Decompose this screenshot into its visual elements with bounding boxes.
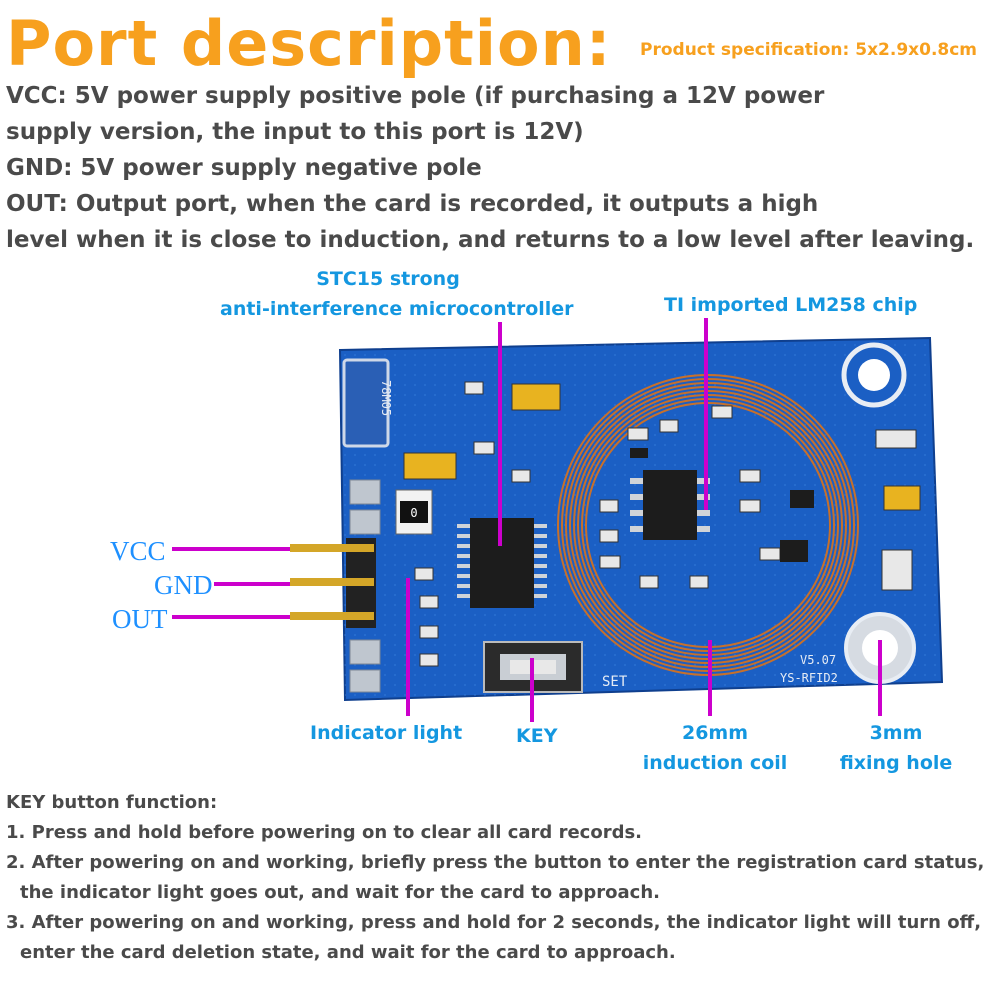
key-function-item: the indicator light goes out, and wait f… (20, 882, 660, 903)
port-line-vcc-2: supply version, the input to this port i… (6, 119, 584, 145)
pin-label-vcc: VCC (110, 536, 166, 566)
resistor-label: 0 (410, 506, 417, 520)
callout-hole-line2: fixing hole (839, 752, 953, 774)
callout-coil-line2: induction coil (642, 752, 788, 774)
pcb-board (338, 336, 944, 702)
port-line-out-1: OUT: Output port, when the card is recor… (6, 191, 819, 217)
key-function-item: 2. After powering on and working, briefl… (6, 852, 985, 873)
callout-indicator: Indicator light (310, 722, 463, 744)
port-line-vcc-1: VCC: 5V power supply positive pole (if p… (6, 83, 825, 109)
callout-mcu-line1: STC15 strong (316, 268, 460, 290)
callout-coil-line1: 26mm (681, 722, 749, 744)
mounting-hole-top (841, 342, 907, 408)
pin-label-gnd: GND (154, 570, 213, 600)
version-label: V5.07 (800, 653, 836, 667)
callout-mcu-line2: anti-interference microcontroller (220, 298, 574, 320)
leader-lines (172, 318, 882, 722)
mcu-chip (457, 518, 547, 608)
key-function-item: 3. After powering on and working, press … (6, 912, 982, 933)
transistor (780, 540, 808, 562)
transistor (790, 490, 814, 508)
pin-label-out: OUT (112, 604, 168, 634)
smd-components (414, 381, 917, 667)
regulator-chip: 78M05 (342, 358, 393, 448)
page-title: Port description: (6, 7, 612, 80)
header-pads (349, 479, 381, 693)
capacitor (511, 383, 561, 411)
callout-lm258: TI imported LM258 chip (664, 294, 918, 316)
port-line-gnd: GND: 5V power supply negative pole (6, 155, 482, 181)
lm258-chip (630, 470, 710, 540)
callout-hole: 3mm fixing hole (836, 718, 956, 778)
capacitor (883, 485, 921, 511)
port-description: VCC: 5V power supply positive pole (if p… (6, 78, 996, 258)
zero-ohm-resistor: 0 (395, 489, 433, 535)
regulator-label: 78M05 (379, 380, 393, 416)
model-label: YS-RFID2 (780, 671, 838, 685)
port-line-out-2: level when it is close to induction, and… (6, 227, 975, 253)
set-label: SET (602, 674, 628, 690)
callout-coil: 26mm induction coil (640, 718, 790, 778)
key-function-section: KEY button function: 1. Press and hold b… (6, 788, 996, 968)
key-function-heading: KEY button function: (6, 792, 218, 813)
product-spec: Product specification: 5x2.9x0.8cm (640, 40, 978, 60)
callout-mcu: STC15 strong anti-interference microcont… (220, 264, 574, 324)
capacitor (403, 452, 457, 480)
key-function-item: 1. Press and hold before powering on to … (6, 822, 643, 843)
callout-key: KEY (516, 725, 558, 747)
callout-hole-line1: 3mm (869, 722, 923, 744)
diode (630, 448, 648, 458)
header-pins (290, 538, 376, 628)
key-function-item: enter the card deletion state, and wait … (20, 942, 676, 963)
